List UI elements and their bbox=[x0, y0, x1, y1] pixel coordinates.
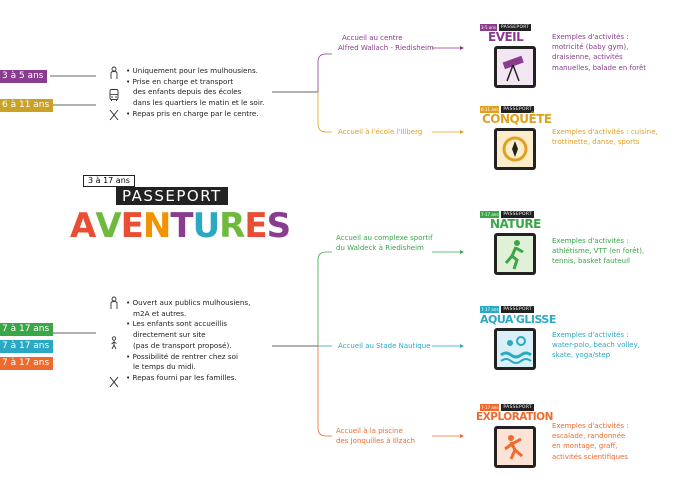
activities-line: Exemples d'activités : bbox=[552, 33, 629, 41]
telescope-icon bbox=[494, 46, 536, 88]
activities-line: en montage, graff, bbox=[552, 442, 618, 451]
info-line: dans les quartiers le matin et le soir. bbox=[133, 98, 265, 108]
activities-line: tennis, basket fauteuil bbox=[552, 257, 630, 266]
activities-conquete: Exemples d'activités : cuisine, trottine… bbox=[552, 127, 658, 147]
activities-line: athlétisme, VTT (en forêt), bbox=[552, 247, 645, 256]
age-badge-7-17-nature: 7 à 17 ans bbox=[0, 323, 54, 336]
card-passeport: PASSEPORT bbox=[498, 24, 532, 31]
info-line: • Les enfants sont accueillis bbox=[126, 319, 227, 329]
info-line: directement sur site bbox=[133, 330, 206, 340]
activities-line: manuelles, balade en forêt bbox=[552, 63, 647, 72]
info-line: • Repas pris en charge par le centre. bbox=[126, 108, 259, 118]
aventures-letter: V bbox=[95, 206, 121, 246]
activities-nature: Exemples d'activités : athlétisme, VTT (… bbox=[552, 236, 644, 267]
card-name: CONQUÊTE bbox=[482, 112, 552, 126]
cutlery-icon bbox=[109, 109, 119, 121]
aventures-letter: A bbox=[70, 206, 96, 246]
branch-label-aqua: Accueil au Stade Nautique bbox=[338, 341, 430, 351]
aventures-letter: E bbox=[244, 206, 267, 246]
info-line: • Possibilité de rentrer chez soi bbox=[126, 351, 239, 361]
branch-label-line: Accueil à l'école l'Illberg bbox=[338, 128, 423, 136]
activities-line: Exemples d'activités : bbox=[552, 422, 629, 430]
age-badge-6-11: 6 à 11 ans bbox=[0, 99, 54, 112]
activities-line: water-polo, beach volley, bbox=[552, 341, 640, 350]
activities-aqua: Exemples d'activités : water-polo, beach… bbox=[552, 330, 640, 361]
card-age: 7-17 ans bbox=[480, 404, 500, 411]
card-name: NATURE bbox=[490, 217, 541, 231]
card-passeport: PASSEPORT bbox=[501, 404, 534, 411]
activities-line: Exemples d'activités : bbox=[552, 331, 629, 339]
activities-line: skate, yoga/step bbox=[552, 351, 611, 360]
climber-icon bbox=[494, 426, 536, 468]
branch-label-line: Accueil au centre bbox=[342, 34, 403, 42]
activities-line: motricité (baby gym), bbox=[552, 43, 629, 52]
branch-label-nature: Accueil au complexe sportif du Waldeck à… bbox=[336, 233, 433, 253]
group1-info: • Uniquement pour les mulhousiens. • Pri… bbox=[126, 66, 264, 120]
branch-label-line: Accueil au Stade Nautique bbox=[338, 342, 431, 350]
info-line: le temps du midi. bbox=[133, 362, 196, 372]
activities-line: activités scientifiques bbox=[552, 452, 628, 461]
activities-eveil: Exemples d'activités : motricité (baby g… bbox=[552, 32, 646, 73]
card-passeport: PASSEPORT bbox=[501, 106, 534, 113]
age-badge-7-17-exploration: 7 à 17 ans bbox=[0, 357, 54, 370]
info-line: • Prise en charge et transport bbox=[126, 76, 234, 86]
activities-line: draisienne, activités bbox=[552, 53, 623, 62]
title-passeport: PASSEPORT bbox=[116, 187, 228, 205]
info-line: m2A et autres. bbox=[133, 308, 187, 318]
aventures-letter: U bbox=[192, 206, 221, 246]
activities-line: Exemples d'activités : bbox=[552, 237, 629, 245]
activities-exploration: Exemples d'activités : escalade, randonn… bbox=[552, 421, 629, 462]
card-name: ÉVEIL bbox=[488, 30, 524, 44]
card-name: AQUA'GLISSE bbox=[480, 313, 556, 326]
branch-label-line: Alfred Wallach - Riedisheim bbox=[338, 44, 434, 52]
card-age: 3-5 ans bbox=[480, 24, 497, 31]
person-icon bbox=[110, 66, 118, 79]
card-passeport: PASSEPORT bbox=[501, 211, 534, 218]
info-line: • Ouvert aux publics mulhousiens, bbox=[126, 298, 251, 307]
cutlery-icon bbox=[109, 376, 119, 388]
person-icon bbox=[110, 296, 118, 309]
branch-label-eveil: Accueil au centre Alfred Wallach - Riedi… bbox=[338, 33, 434, 53]
branch-label-line: Accueil à la piscine bbox=[336, 427, 403, 435]
group2-info: • Ouvert aux publics mulhousiens, m2A et… bbox=[126, 298, 250, 384]
age-badge-7-17-aqua: 7 à 17 ans bbox=[0, 340, 54, 353]
card-age: 6-11 ans bbox=[480, 106, 500, 113]
info-line: • Uniquement pour les mulhousiens. bbox=[126, 66, 258, 75]
info-line: • Repas fourni par les familles. bbox=[126, 372, 237, 382]
aventures-letter: S bbox=[266, 206, 291, 246]
compass-icon bbox=[494, 128, 536, 170]
branch-label-line: Accueil au complexe sportif bbox=[336, 234, 433, 242]
running-icon bbox=[494, 233, 536, 275]
branch-label-line: du Waldeck à Riedisheim bbox=[336, 244, 424, 252]
card-age: 7-17 ans bbox=[480, 211, 500, 218]
title-age-range: 3 à 17 ans bbox=[83, 175, 135, 187]
info-line: des enfants depuis des écoles bbox=[133, 87, 242, 97]
card-age: 7-17 ans bbox=[480, 306, 500, 313]
aventures-letter: N bbox=[142, 206, 171, 246]
swimmer-icon bbox=[494, 328, 536, 370]
branch-label-line: des Jonquilles à Illzach bbox=[336, 437, 416, 445]
card-passeport: PASSEPORT bbox=[501, 306, 534, 313]
age-badge-3-5: 3 à 5 ans bbox=[0, 70, 48, 83]
bus-icon bbox=[109, 89, 119, 101]
activities-line: Exemples d'activités : cuisine, bbox=[552, 128, 658, 136]
aventures-letter: T bbox=[170, 206, 193, 246]
card-name: EXPLORATION bbox=[476, 411, 553, 423]
activities-line: escalade, randonnée bbox=[552, 432, 626, 441]
aventures-letter: R bbox=[219, 206, 245, 246]
aventures-letter: E bbox=[120, 206, 144, 246]
branch-label-conquete: Accueil à l'école l'Illberg bbox=[338, 127, 422, 137]
branch-label-exploration: Accueil à la piscine des Jonquilles à Il… bbox=[336, 426, 415, 446]
info-line: (pas de transport proposé). bbox=[133, 340, 232, 350]
walking-person-icon bbox=[111, 336, 117, 350]
activities-line: trottinette, danse, sports bbox=[552, 138, 640, 147]
